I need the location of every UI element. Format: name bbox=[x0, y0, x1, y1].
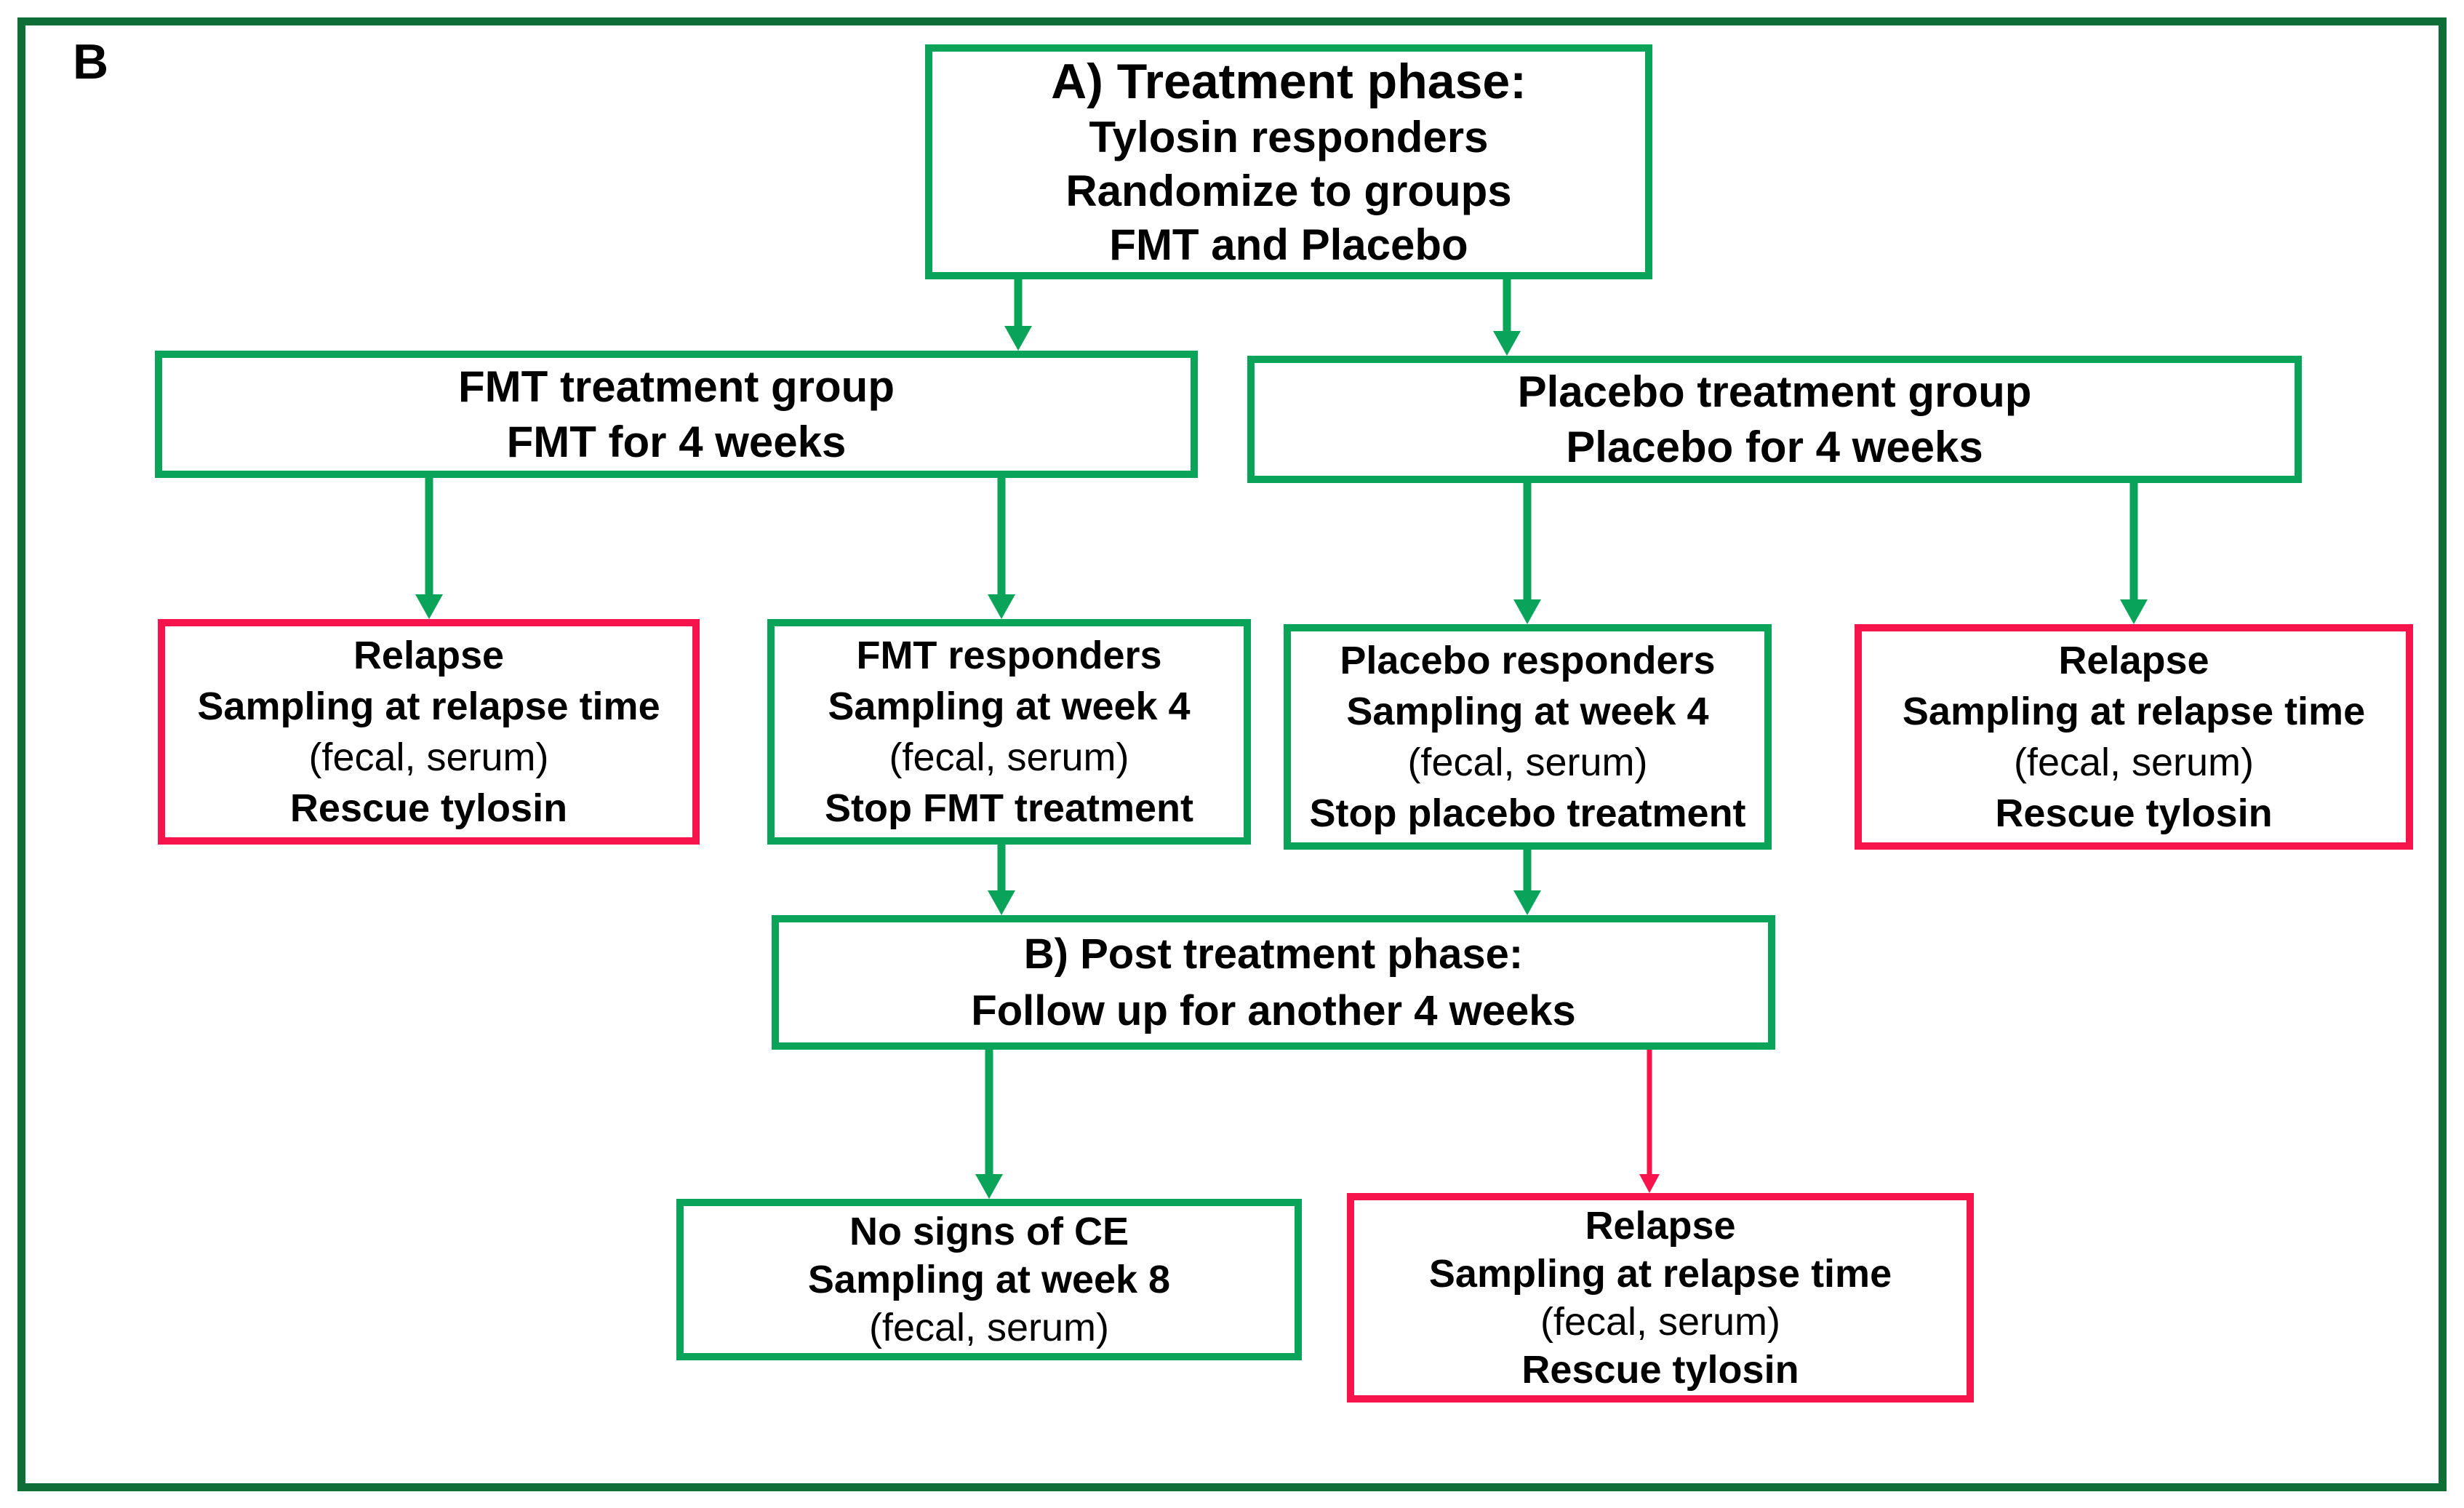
node-line: Stop FMT treatment bbox=[825, 786, 1193, 830]
arrow-placebo-responders-to-post-phase bbox=[1513, 850, 1542, 915]
node-relapse-placebo: Relapse Sampling at relapse time (fecal,… bbox=[1855, 624, 2413, 850]
relapse-post-title: Relapse bbox=[1585, 1204, 1736, 1248]
node-line: (fecal, serum) bbox=[308, 735, 549, 779]
node-placebo-group: Placebo treatment group Placebo for 4 we… bbox=[1247, 356, 2302, 483]
node-line: FMT for 4 weeks bbox=[506, 417, 847, 466]
node-line: Rescue tylosin bbox=[289, 786, 568, 830]
node-line: Tylosin responders bbox=[1089, 112, 1489, 161]
panel-label: B bbox=[73, 34, 109, 89]
node-no-signs-ce: No signs of CE Sampling at week 8 (fecal… bbox=[676, 1199, 1302, 1360]
node-line: Stop placebo treatment bbox=[1309, 791, 1746, 835]
node-relapse-post: Relapse Sampling at relapse time (fecal,… bbox=[1347, 1193, 1974, 1403]
node-line: Sampling at relapse time bbox=[1902, 690, 2366, 733]
node-line: Placebo for 4 weeks bbox=[1566, 422, 1983, 471]
relapse-fmt-title: Relapse bbox=[353, 634, 505, 677]
treatment-phase-title: A) Treatment phase: bbox=[1051, 53, 1527, 109]
node-line: (fecal, serum) bbox=[1407, 741, 1648, 784]
arrow-placebo-group-to-relapse bbox=[2119, 483, 2148, 624]
node-fmt-responders: FMT responders Sampling at week 4 (fecal… bbox=[767, 619, 1251, 845]
placebo-group-title: Placebo treatment group bbox=[1517, 367, 2032, 416]
arrow-fmt-group-to-relapse bbox=[415, 478, 444, 619]
node-line: Rescue tylosin bbox=[1995, 791, 2273, 835]
placebo-responders-title: Placebo responders bbox=[1340, 639, 1716, 682]
node-line: Randomize to groups bbox=[1065, 166, 1512, 215]
arrow-treatment-to-placebo-group bbox=[1492, 279, 1521, 356]
node-post-treatment-phase: B) Post treatment phase: Follow up for a… bbox=[772, 915, 1775, 1050]
arrow-fmt-group-to-fmt-responders bbox=[987, 478, 1016, 619]
node-line: Sampling at relapse time bbox=[197, 685, 660, 728]
panel-border bbox=[17, 17, 2447, 1491]
node-line: (fecal, serum) bbox=[2013, 741, 2255, 784]
arrow-post-phase-to-relapse bbox=[1635, 1050, 1664, 1193]
node-line: Sampling at week 4 bbox=[1346, 690, 1709, 733]
no-signs-ce-title: No signs of CE bbox=[849, 1210, 1129, 1253]
node-line: Sampling at week 8 bbox=[807, 1258, 1171, 1301]
arrow-treatment-to-fmt-group bbox=[1004, 279, 1033, 351]
node-placebo-responders: Placebo responders Sampling at week 4 (f… bbox=[1284, 624, 1772, 850]
node-fmt-group: FMT treatment group FMT for 4 weeks bbox=[155, 351, 1198, 478]
node-line: Sampling at relapse time bbox=[1428, 1252, 1892, 1296]
node-relapse-fmt: Relapse Sampling at relapse time (fecal,… bbox=[158, 619, 700, 845]
node-line: Rescue tylosin bbox=[1521, 1348, 1799, 1392]
node-line: (fecal, serum) bbox=[868, 1306, 1110, 1349]
node-treatment-phase: A) Treatment phase: Tylosin responders R… bbox=[925, 44, 1652, 279]
fmt-group-title: FMT treatment group bbox=[458, 362, 895, 411]
node-line: Follow up for another 4 weeks bbox=[971, 986, 1576, 1034]
arrow-placebo-group-to-placebo-responders bbox=[1513, 483, 1542, 624]
fmt-responders-title: FMT responders bbox=[856, 634, 1162, 677]
relapse-placebo-title: Relapse bbox=[2058, 639, 2209, 682]
node-line: Sampling at week 4 bbox=[828, 685, 1191, 728]
node-line: (fecal, serum) bbox=[889, 735, 1129, 779]
node-line: FMT and Placebo bbox=[1109, 220, 1468, 269]
arrow-fmt-responders-to-post-phase bbox=[987, 845, 1016, 915]
arrow-post-phase-to-no-signs-ce bbox=[975, 1050, 1004, 1199]
node-line: (fecal, serum) bbox=[1540, 1300, 1781, 1344]
post-phase-title: B) Post treatment phase: bbox=[1023, 930, 1524, 978]
